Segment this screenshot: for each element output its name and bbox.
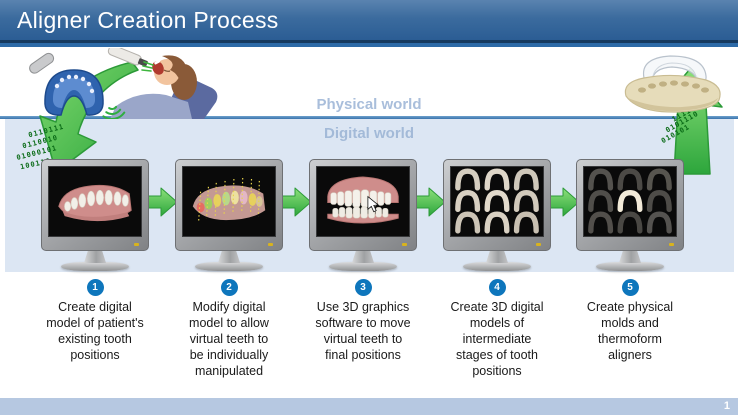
monitor-stand-neck (217, 251, 241, 263)
tray-handle (29, 52, 55, 74)
screen-grid-with-highlighted-arch (583, 166, 677, 237)
scan-beam (141, 61, 154, 72)
tray-teeth (54, 74, 95, 94)
mold-teeth-ridge (638, 80, 709, 93)
monitor-stand-neck (83, 251, 107, 263)
screen-side-view-dental-model (48, 166, 142, 237)
header-rule-light (0, 43, 738, 47)
step-5-badge: 5 (621, 279, 639, 296)
step-2-badge: 2 (220, 279, 238, 296)
footer-bar: 1 (0, 398, 738, 415)
step-5: 5 Create physical molds and thermoform a… (582, 279, 678, 363)
power-led (669, 243, 674, 246)
digital-world-label: Digital world (324, 125, 414, 142)
power-led (536, 243, 541, 246)
header-rule-dark (0, 40, 738, 43)
step-3: 3 Use 3D graphics software to move virtu… (313, 279, 413, 363)
physical-world-label: Physical world (316, 96, 422, 113)
step-1-text: Create digital model of patient's existi… (46, 300, 144, 362)
open-mouth (152, 61, 164, 75)
step-1: 1 Create digital model of patient's exis… (42, 279, 148, 363)
tooth-axis-lines (198, 177, 260, 222)
mold-and-aligner-illustration (624, 55, 721, 113)
page-number: 1 (723, 400, 730, 412)
power-led (402, 243, 407, 246)
screen-front-view-teeth-with-cursor (316, 166, 410, 237)
page-title: Aligner Creation Process (17, 7, 279, 33)
aligner-ridge (652, 62, 697, 77)
arch-grid (455, 168, 539, 234)
step-2: 2 Modify digital model to allow virtual … (183, 279, 275, 379)
step-3-badge: 3 (354, 279, 372, 296)
monitor-stand-base (596, 262, 664, 271)
tooth (154, 60, 161, 65)
monitor-stand-base (463, 262, 531, 271)
step-4-text: Create 3D digital models of intermediate… (450, 300, 544, 378)
arch-grid (588, 168, 672, 234)
world-divider-line (0, 116, 738, 119)
highlighted-arch (617, 189, 643, 213)
monitor-4 (443, 159, 551, 271)
step-2-text: Modify digital model to allow virtual te… (189, 300, 269, 378)
monitor-bezel (175, 159, 283, 251)
monitor-bezel (41, 159, 149, 251)
teeth-row (64, 189, 129, 212)
monitor-bezel (576, 159, 684, 251)
step-5-text: Create physical molds and thermoform ali… (586, 300, 674, 362)
mold-side (628, 98, 718, 112)
monitor-5 (576, 159, 684, 271)
closed-eye (163, 69, 171, 72)
monitor-stand-base (61, 262, 129, 271)
monitor-1 (41, 159, 149, 271)
monitor-2 (175, 159, 283, 271)
patient-body (110, 93, 192, 119)
step-4: 4 Create 3D digital models of intermedia… (446, 279, 548, 379)
step-3-text: Use 3D graphics software to move virtual… (315, 300, 411, 362)
patient-hair-top (162, 55, 189, 90)
monitor-stand-neck (618, 251, 642, 263)
power-led (268, 243, 273, 246)
digital-impression-tray (29, 52, 104, 116)
step-4-badge: 4 (488, 279, 506, 296)
monitor-bezel (443, 159, 551, 251)
lower-teeth (332, 206, 389, 219)
scanner-wand (107, 48, 148, 67)
monitor-3 (309, 159, 417, 271)
monitor-stand-neck (351, 251, 375, 263)
step-1-badge: 1 (86, 279, 104, 296)
power-led (134, 243, 139, 246)
monitor-bezel (309, 159, 417, 251)
patient-scan-illustration (29, 48, 218, 119)
wireless-signal-icon (102, 105, 126, 119)
screen-segmented-teeth-model (182, 166, 276, 237)
cursor-icon (367, 195, 380, 213)
monitor-stand-base (195, 262, 263, 271)
screen-grid-of-arch-models (450, 166, 544, 237)
title-bar: Aligner Creation Process (0, 0, 738, 40)
monitor-stand-neck (485, 251, 509, 263)
monitor-stand-base (329, 262, 397, 271)
lower-gum (62, 211, 130, 222)
